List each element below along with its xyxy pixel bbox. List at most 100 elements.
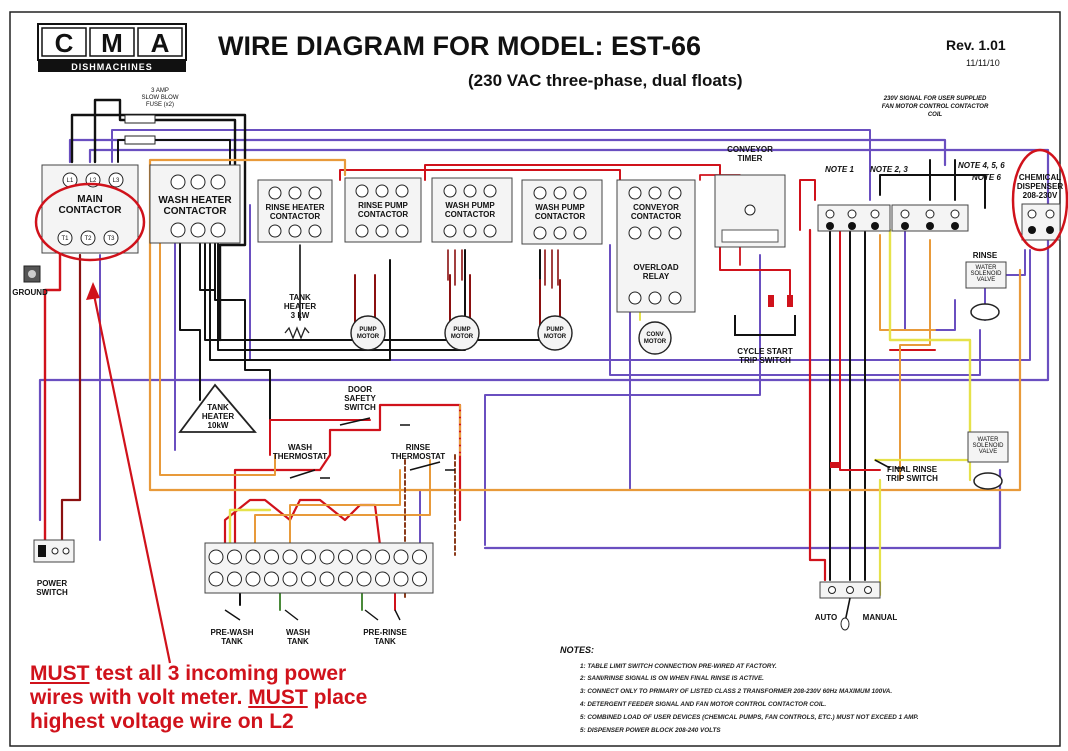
- main-term-l1: L1: [67, 178, 74, 184]
- wash-thermostat-contact: [289, 469, 330, 479]
- diagram-border: [9, 11, 1061, 747]
- note-item: 5: COMBINED LOAD OF USER DEVICES (CHEMIC…: [580, 714, 919, 721]
- label-line: SWITCH: [36, 588, 68, 597]
- fuse-1: [124, 114, 156, 124]
- notes-section: NOTES: 1: TABLE LIMIT SWITCH CONNECTION …: [560, 645, 919, 734]
- callout-text-2b: place: [307, 686, 368, 709]
- terminal-strip-screw: [393, 571, 409, 587]
- main-term-l3: L3: [113, 178, 120, 184]
- logo-subtitle: DISHMACHINES: [71, 62, 153, 72]
- terminal-strip-screw: [208, 571, 224, 587]
- label-line: TANK: [207, 403, 229, 412]
- terminal-strip-screw: [338, 549, 353, 565]
- notes-heading: NOTES:: [560, 645, 594, 655]
- logo-letter-m: M: [101, 28, 123, 58]
- terminal-strip-screw: [282, 571, 298, 587]
- label-line: PUMP: [453, 327, 470, 333]
- label-line: HEATER: [284, 302, 317, 311]
- note-item: 1: TABLE LIMIT SWITCH CONNECTION PRE-WIR…: [580, 663, 777, 670]
- note-4-5-6-label: NOTE 4, 5, 6: [958, 161, 1005, 170]
- label-line: CONTACTOR: [631, 212, 682, 221]
- label-line: MAIN: [77, 194, 103, 205]
- conveyor-timer: [714, 174, 786, 248]
- label-line: THERMOSTAT: [391, 452, 445, 461]
- label-line: TRIP SWITCH: [886, 474, 938, 483]
- label-line: VALVE: [977, 277, 995, 283]
- revision: Rev. 1.01: [946, 37, 1006, 53]
- label-line: CONTACTOR: [445, 210, 496, 219]
- label-line: DOOR: [348, 385, 372, 394]
- ground-label: GROUND: [12, 288, 48, 297]
- auto-label: AUTO: [815, 613, 838, 622]
- terminal-strip-screw: [393, 549, 409, 565]
- terminal-block-notes: [817, 204, 969, 232]
- label-line: CONVEYOR: [633, 203, 679, 212]
- fuse-2: [124, 135, 156, 145]
- main-term-t3: T3: [107, 236, 115, 242]
- main-term-t2: T2: [84, 236, 92, 242]
- label-line: PUMP: [546, 327, 563, 333]
- label-line: WATER: [976, 265, 998, 271]
- revision-date: 11/11/10: [966, 58, 1000, 68]
- label-line: CONTACTOR: [358, 210, 409, 219]
- label-line: 10kW: [208, 421, 229, 430]
- label-line: THERMOSTAT: [273, 452, 327, 461]
- label-line: WASH: [286, 628, 310, 637]
- terminal-strip-screw: [282, 549, 298, 565]
- label-line: 208-230V: [1023, 191, 1058, 200]
- label-line: 3 kW: [291, 311, 310, 320]
- cma-logo: C M A DISHMACHINES: [37, 23, 187, 72]
- rinse-label: RINSE: [973, 251, 998, 260]
- label-line: WASH PUMP: [535, 203, 585, 212]
- note-2-3-label: NOTE 2, 3: [870, 165, 908, 174]
- terminal-strip-screw: [412, 571, 427, 587]
- label-line: 3 AMP: [151, 88, 169, 94]
- label-line: FAN MOTOR CONTROL CONTACTOR: [882, 104, 989, 110]
- label-line: SAFETY: [344, 394, 376, 403]
- manual-label: MANUAL: [863, 613, 898, 622]
- terminal-strip-screw: [356, 549, 372, 565]
- label-line: RINSE: [406, 443, 431, 452]
- note-item: 4: DETERGENT FEEDER SIGNAL AND FAN MOTOR…: [579, 701, 826, 708]
- main-term-l2: L2: [90, 178, 97, 184]
- terminal-strip-screw: [412, 549, 427, 565]
- terminal-strip-screw: [208, 549, 224, 565]
- label-line: FINAL RINSE: [887, 465, 938, 474]
- terminal-strip-screw: [227, 571, 242, 587]
- label-line: MOTOR: [644, 339, 667, 345]
- terminal-strip-screw: [245, 571, 261, 587]
- label-line: PRE-WASH: [210, 628, 253, 637]
- label-line: FUSE (x2): [146, 102, 174, 108]
- note-1-label: NOTE 1: [825, 165, 854, 174]
- callout-must-1: MUST: [30, 662, 90, 685]
- label-line: PRE-RINSE: [363, 628, 407, 637]
- label-line: TANK: [289, 293, 311, 302]
- label-line: SLOW BLOW: [141, 95, 178, 101]
